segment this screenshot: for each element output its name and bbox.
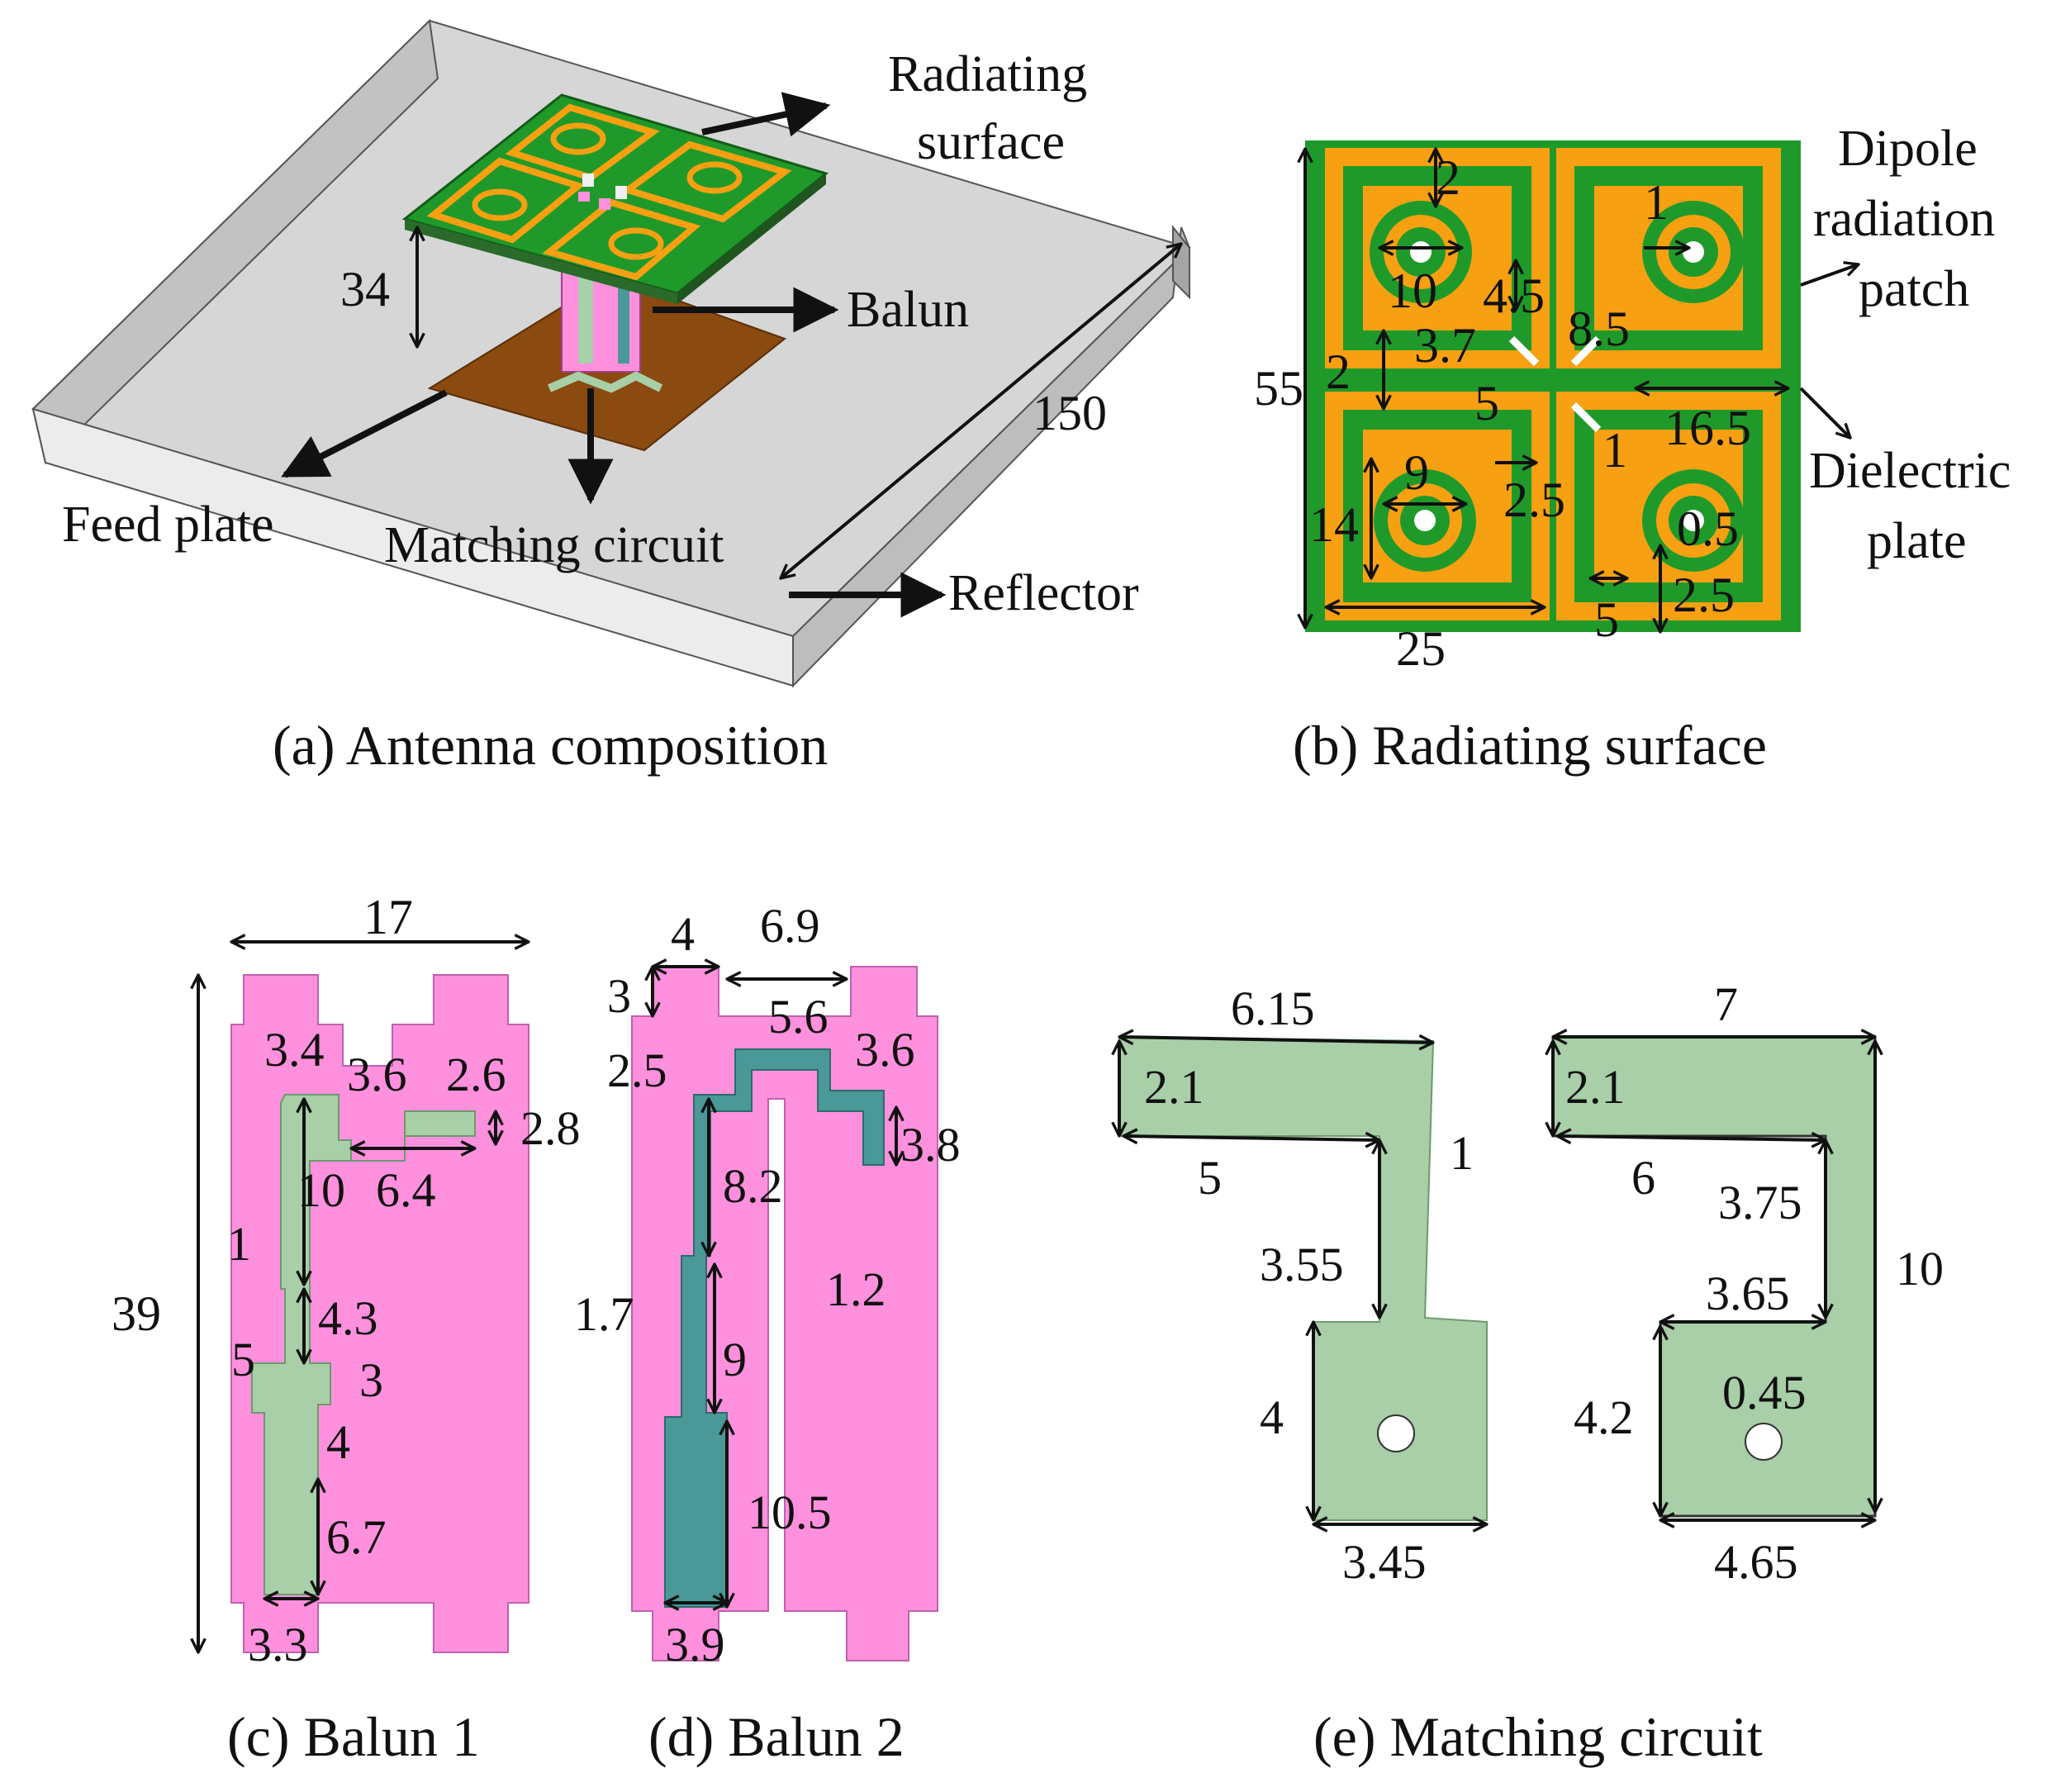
label-dipole-2: radiation [1813,191,1995,247]
label-dipole-1: Dipole [1838,121,1978,177]
label-reflector: Reflector [948,565,1139,621]
dim-d-1-2: 1.2 [826,1262,886,1316]
dim-d-8-2: 8.2 [723,1159,783,1213]
dim-b-0-5: 0.5 [1677,501,1739,556]
dim-c-3-3: 3.3 [248,1618,308,1671]
dim-34: 34 [340,262,390,316]
label-balun: Balun [847,282,969,338]
dim-e-3-55: 3.55 [1260,1238,1344,1291]
caption-e: (e) Matching circuit [1313,1705,1763,1768]
dim-c-4-3: 4.3 [318,1291,378,1345]
dim-b-2-5: 2.5 [1503,473,1565,527]
label-radiating-2: surface [917,114,1065,170]
dim-e-3-65: 3.65 [1706,1267,1790,1320]
dim-b-10: 10 [1388,264,1437,318]
dim-d-5-6: 5.6 [768,990,829,1043]
dim-e-6: 6 [1631,1151,1655,1205]
panel-b-radiating-surface: 2 1 10 4.5 8.5 3.7 55 2 5 16.5 1 9 14 2.… [1254,121,2011,777]
radiating-board-3d [401,93,829,304]
caption-a: (a) Antenna composition [273,714,828,777]
dim-e-5: 5 [1198,1151,1222,1205]
dim-line-6-15 [1119,1037,1433,1043]
caption-c: (c) Balun 1 [227,1705,480,1768]
arrow-feed-plate [281,389,448,478]
dim-e-4-2: 4.2 [1574,1390,1634,1444]
label-matching-circuit: Matching circuit [384,517,724,573]
arrow-radiating-surface [701,92,831,137]
dim-d-6-9: 6.9 [760,899,820,953]
dim-b-9: 9 [1404,445,1429,500]
dipole-radiation-patches [1325,148,1781,620]
dim-line-6 [1557,1136,1826,1140]
dim-e-3-75: 3.75 [1718,1176,1802,1229]
dim-e-2-1-left: 2.1 [1144,1060,1204,1114]
caption-d: (d) Balun 2 [648,1705,905,1768]
dim-e-3-45: 3.45 [1342,1535,1427,1589]
dim-d-10-5: 10.5 [748,1485,832,1539]
leader-dielectric [1799,387,1850,438]
dim-e-10: 10 [1896,1242,1944,1295]
leader-dipole [1800,264,1859,287]
dim-b-55: 55 [1254,361,1303,416]
dim-b-1-mid: 1 [1603,423,1627,478]
dim-b-8-5: 8.5 [1568,302,1630,356]
dim-c-39: 39 [112,1286,161,1341]
dim-d-4: 4 [671,907,695,961]
dim-b-3-7: 3.7 [1414,318,1476,373]
dim-b-4-5: 4.5 [1483,269,1545,323]
dim-e-4: 4 [1260,1390,1284,1444]
dim-d-3-8: 3.8 [900,1118,961,1172]
dim-d-1-7: 1.7 [574,1287,634,1341]
dim-c-5: 5 [231,1333,255,1386]
dim-e-6-15: 6.15 [1231,982,1315,1035]
label-dielectric-2: plate [1867,513,1967,569]
caption-b: (b) Radiating surface [1293,714,1767,777]
dim-b-2-left: 2 [1326,345,1351,399]
dim-c-2-8: 2.8 [520,1101,581,1155]
dim-c-3: 3 [359,1353,383,1407]
dim-e-7: 7 [1714,977,1738,1031]
dim-c-3-6: 3.6 [347,1048,407,1101]
dim-c-17: 17 [363,890,413,944]
dim-e-4-65: 4.65 [1714,1535,1798,1589]
dim-c-10: 10 [297,1163,345,1217]
dim-b-5: 5 [1474,376,1499,430]
dim-d-9: 9 [723,1333,747,1386]
dim-b-2-top: 2 [1436,150,1460,205]
dim-d-2-5: 2.5 [607,1043,667,1097]
dim-d-3-9: 3.9 [665,1618,725,1671]
label-dipole-3: patch [1859,261,1969,317]
dim-c-4: 4 [326,1415,350,1469]
label-feed-plate: Feed plate [62,497,274,553]
dim-b-5-bottom: 5 [1594,592,1619,647]
dim-150: 150 [1033,386,1107,440]
dim-line-5 [1123,1136,1379,1140]
dim-d-3: 3 [607,969,631,1023]
dim-b-16-5: 16.5 [1664,401,1751,455]
panel-a-antenna-composition: Radiating surface Balun Feed plate Match… [31,18,1191,777]
dim-b-2-5-bottom: 2.5 [1673,568,1735,622]
dim-e-0-45: 0.45 [1722,1366,1807,1419]
dim-c-3-4: 3.4 [264,1023,325,1077]
dim-c-6-4: 6.4 [376,1163,436,1217]
dim-b-14: 14 [1309,497,1359,552]
dim-b-1: 1 [1644,175,1669,230]
dim-c-1: 1 [227,1217,251,1271]
panel-d-balun-2: 4 6.9 3 5.6 2.5 3.6 3.8 8.2 1.7 1.2 9 10… [574,899,961,1768]
panel-e-matching-circuit: 6.15 2.1 5 1 3.55 4 3.45 7 2.1 6 3.75 10… [1119,977,1944,1768]
dim-b-25: 25 [1396,621,1446,676]
dim-c-2-6: 2.6 [446,1048,506,1101]
dim-line-150 [781,244,1181,578]
label-radiating-1: Radiating [888,46,1087,102]
label-dielectric-1: Dielectric [1809,443,2011,499]
dim-c-6-7: 6.7 [326,1510,387,1564]
dim-e-2-1-right: 2.1 [1565,1060,1626,1114]
dim-d-3-6: 3.6 [855,1023,915,1077]
panel-c-balun-1: 17 39 3.4 3.6 2.6 2.8 10 6.4 1 4.3 5 3 4… [112,890,581,1768]
dim-e-1: 1 [1450,1126,1474,1180]
